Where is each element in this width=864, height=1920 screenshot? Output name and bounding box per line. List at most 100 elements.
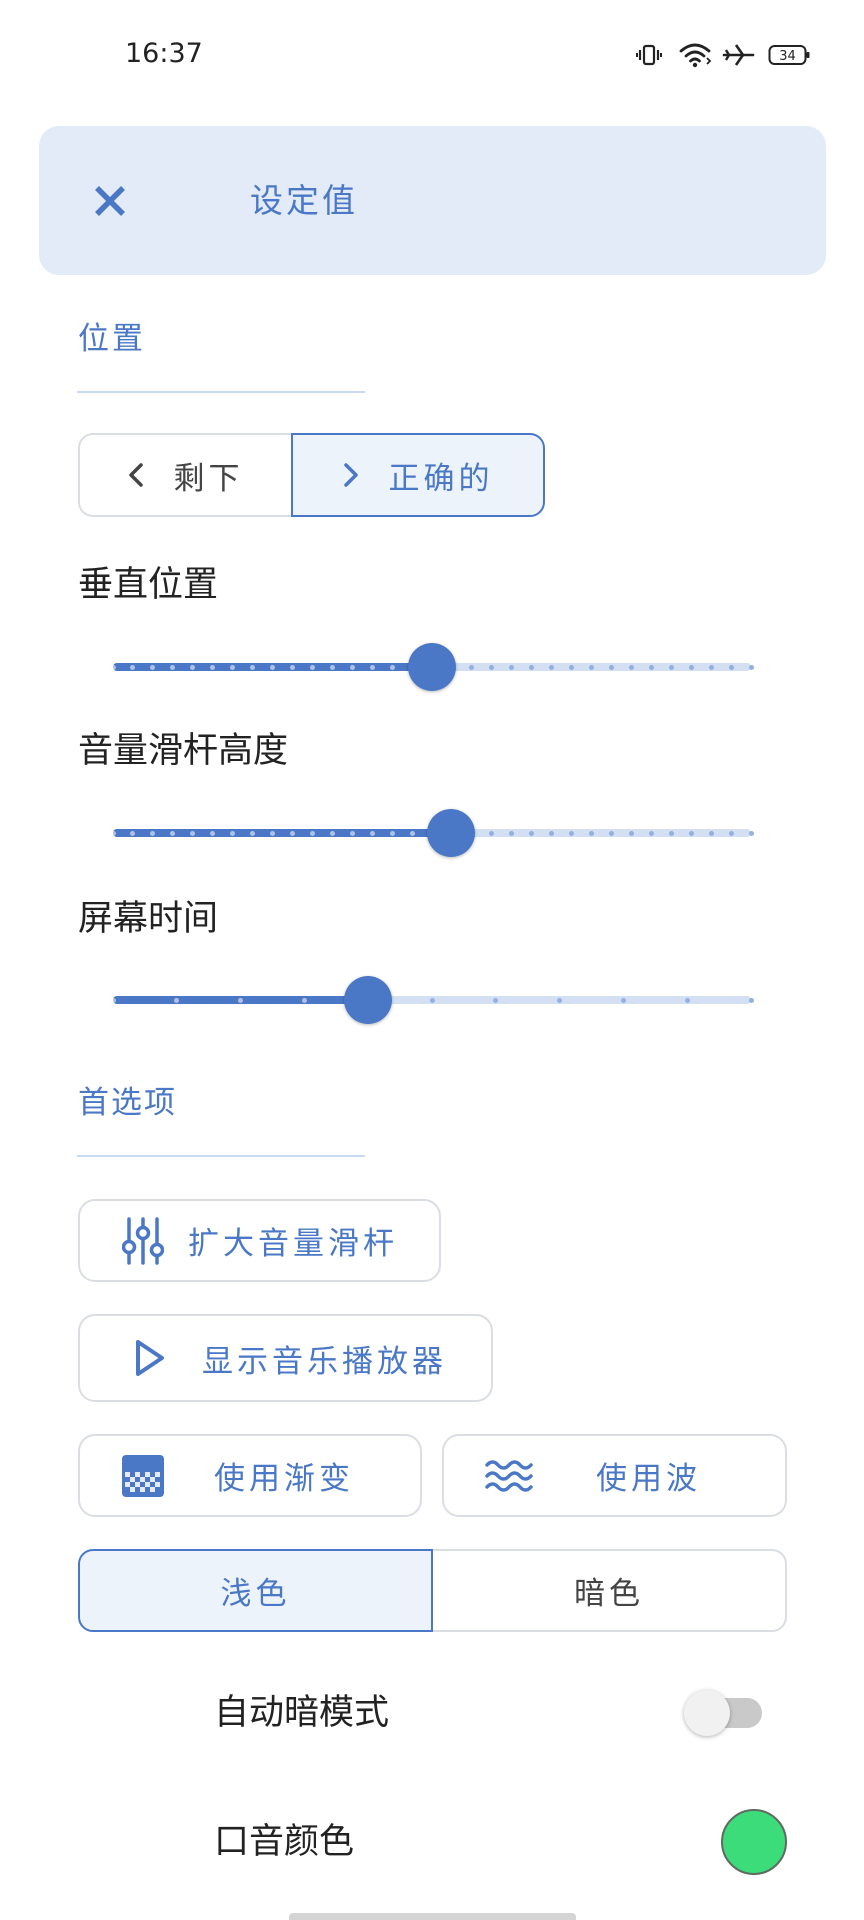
slider-tick: [309, 664, 315, 670]
theme-option-label: 暗色: [574, 1576, 644, 1612]
page-title: 设定值: [250, 181, 358, 220]
slider-tick: [270, 830, 275, 836]
slider-tick: [529, 664, 535, 670]
slider-tick: [329, 830, 335, 836]
button-label: 扩大音量滑杆: [188, 1226, 398, 1262]
slider-tick: [369, 664, 375, 670]
slider-tick: [648, 664, 654, 670]
close-button[interactable]: [88, 179, 132, 223]
theme-segmented-control: 浅色 暗色: [78, 1549, 787, 1632]
slider-tick: [369, 830, 375, 836]
side-option-label: 剩下: [173, 460, 244, 497]
wave-icon: [484, 1456, 534, 1496]
slider-tick: [210, 830, 216, 836]
slider-tick: [688, 664, 694, 670]
gesture-navigation-bar[interactable]: [289, 1913, 576, 1920]
slider-tick: [110, 997, 116, 1003]
side-segmented-control: 剩下 正确的: [78, 433, 545, 517]
slider-tick: [110, 830, 116, 836]
header-bar: 设定值: [39, 126, 826, 275]
slider-tick: [569, 664, 575, 670]
slider-tick: [289, 830, 295, 836]
sliders-icon: [122, 1216, 164, 1266]
slider-tick: [230, 664, 236, 670]
slider-tick: [728, 664, 734, 670]
auto-dark-mode-label: 自动暗模式: [214, 1693, 390, 1733]
use-wave-button[interactable]: 使用波: [442, 1434, 787, 1517]
slider-tick: [684, 997, 690, 1003]
slider-tick: [250, 664, 256, 670]
side-option-right[interactable]: 正确的: [291, 433, 545, 517]
slider-tick: [150, 830, 156, 836]
volume-slider-height-slider[interactable]: [110, 809, 754, 857]
slider-tick: [170, 830, 176, 836]
section-divider: [77, 391, 365, 393]
button-label: 使用波: [596, 1461, 701, 1497]
use-gradient-button[interactable]: 使用渐变: [78, 1434, 422, 1517]
slider-tick: [489, 664, 495, 670]
expand-volume-slider-button[interactable]: 扩大音量滑杆: [78, 1199, 441, 1282]
section-title-position: 位置: [78, 321, 146, 357]
slider-tick: [668, 664, 674, 670]
slider-tick: [250, 830, 256, 836]
slider-tick: [748, 830, 754, 836]
theme-option-light[interactable]: 浅色: [78, 1549, 433, 1632]
volume-slider-height-label: 音量滑杆高度: [78, 731, 289, 771]
slider-tick: [329, 664, 335, 670]
screen-time-label: 屏幕时间: [78, 899, 219, 939]
battery-icon: 34: [768, 45, 810, 65]
side-option-label: 正确的: [388, 460, 494, 497]
slider-tick: [174, 997, 180, 1003]
slider-thumb[interactable]: [344, 976, 393, 1024]
gradient-icon: [121, 1454, 165, 1498]
slider-tick: [289, 664, 295, 670]
slider-tick: [509, 664, 515, 670]
theme-option-label: 浅色: [220, 1576, 291, 1612]
slider-tick: [509, 830, 515, 836]
slider-tick: [549, 830, 555, 836]
slider-tick: [489, 830, 495, 836]
slider-tick: [748, 664, 754, 670]
accent-color-swatch[interactable]: [721, 1809, 787, 1875]
slider-tick: [389, 830, 395, 836]
show-music-player-button[interactable]: 显示音乐播放器: [78, 1314, 493, 1402]
wifi-icon: [679, 43, 712, 68]
slider-track-active: [113, 829, 452, 837]
chevron-right-icon: [343, 462, 359, 488]
slider-thumb[interactable]: [408, 643, 456, 691]
slider-tick: [190, 830, 196, 836]
section-title-preferences: 首选项: [78, 1085, 177, 1121]
slider-tick: [529, 830, 535, 836]
auto-dark-mode-toggle[interactable]: [684, 1690, 762, 1736]
slider-tick: [628, 664, 634, 670]
slider-tick: [301, 997, 307, 1003]
slider-tick: [493, 997, 499, 1003]
slider-thumb[interactable]: [427, 809, 476, 857]
theme-option-dark[interactable]: 暗色: [431, 1549, 787, 1632]
button-label: 显示音乐播放器: [202, 1343, 447, 1380]
slider-tick: [608, 664, 614, 670]
vertical-position-slider[interactable]: [110, 643, 754, 691]
slider-tick: [708, 830, 714, 836]
chevron-left-icon: [128, 462, 144, 488]
slider-tick: [130, 830, 136, 836]
slider-tick: [170, 664, 176, 670]
slider-tick: [628, 830, 634, 836]
close-icon: [95, 186, 125, 216]
slider-tick: [110, 664, 116, 670]
slider-tick: [429, 997, 435, 1003]
play-icon: [134, 1338, 166, 1378]
slider-tick: [557, 997, 563, 1003]
slider-tick: [238, 997, 244, 1003]
slider-tick: [389, 664, 395, 670]
slider-tick: [190, 664, 196, 670]
screen-time-slider[interactable]: [110, 976, 754, 1024]
slider-tick: [748, 997, 754, 1003]
slider-tick: [608, 830, 614, 836]
slider-tick: [409, 830, 415, 836]
side-option-left[interactable]: 剩下: [78, 433, 293, 517]
toggle-thumb: [684, 1690, 730, 1736]
vertical-position-label: 垂直位置: [78, 565, 219, 605]
slider-ticks: [110, 976, 754, 1024]
